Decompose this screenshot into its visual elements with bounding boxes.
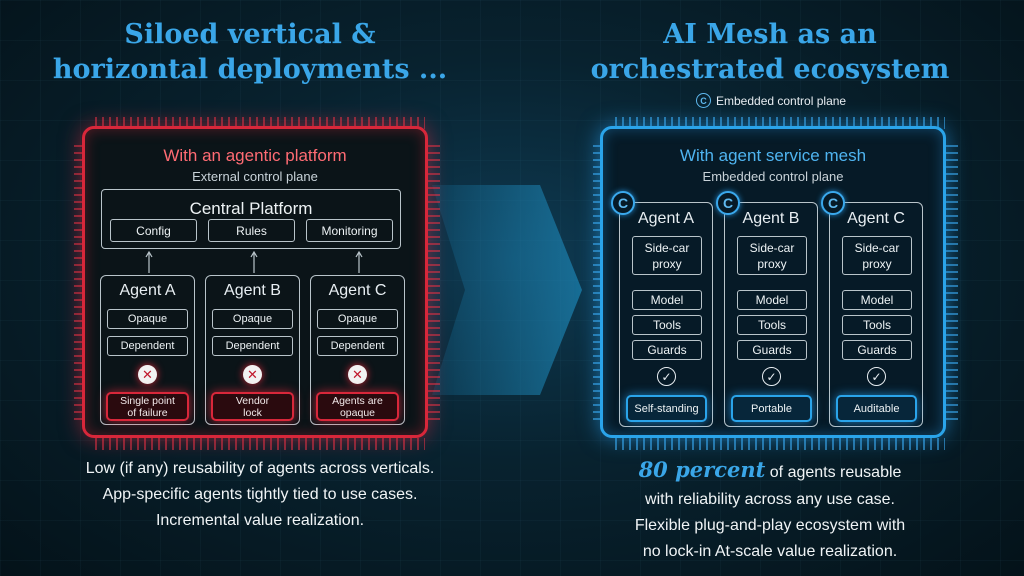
legend-label: Embedded control plane	[716, 93, 847, 108]
agent-name: Agent A	[637, 210, 695, 227]
right-summary-line: Flexible plug-and-play ecosystem with	[634, 517, 906, 534]
component-guards: Guards	[842, 340, 912, 360]
component-model: Model	[632, 290, 702, 310]
control-plane-legend: C Embedded control plane	[696, 93, 846, 108]
right-panel-title: With agent service mesh	[679, 146, 867, 165]
circle-c-icon: C	[821, 191, 845, 215]
right-summary-headline: 80 percent of agents reusable	[638, 457, 902, 482]
central-platform-box: Central Platform	[101, 189, 401, 249]
quality-badge: Auditable	[836, 395, 917, 422]
right-summary-line: no lock-in At-scale value realization.	[642, 543, 898, 560]
up-arrow-icon	[145, 251, 153, 273]
tag-dependent: Dependent	[107, 336, 188, 356]
left-title-line2: horizontal deployments ...	[52, 54, 448, 85]
right-title: AI Mesh as an orchestrated ecosystem	[540, 17, 1000, 87]
agent-name: Agent C	[328, 282, 387, 299]
module-config: Config	[110, 219, 197, 242]
left-title-line1: Siloed vertical &	[124, 19, 376, 50]
left-summary-line: Low (if any) reusability of agents acros…	[85, 460, 435, 477]
left-summary: Low (if any) reusability of agents acros…	[20, 456, 500, 534]
x-circle-icon: ✕	[243, 365, 262, 384]
quality-badge: Self-standing	[626, 395, 707, 422]
right-summary-line: with reliability across any use case.	[645, 491, 895, 508]
agent-name: Agent C	[847, 210, 905, 227]
component-model: Model	[737, 290, 807, 310]
module-rules: Rules	[208, 219, 295, 242]
reuse-percentage: 80 percent	[638, 457, 766, 482]
agent-name: Agent A	[119, 282, 176, 299]
left-panel-title: With an agentic platform	[163, 146, 347, 165]
tag-dependent: Dependent	[317, 336, 398, 356]
component-model: Model	[842, 290, 912, 310]
x-circle-icon: ✕	[348, 365, 367, 384]
check-circle-icon: ✓	[867, 367, 886, 386]
check-circle-icon: ✓	[657, 367, 676, 386]
component-tools: Tools	[737, 315, 807, 335]
up-arrow-icon	[250, 251, 258, 273]
agent-name: Agent B	[742, 210, 800, 227]
left-summary-line: App-specific agents tightly tied to use …	[102, 486, 418, 503]
up-arrow-icon	[355, 251, 363, 273]
tag-opaque: Opaque	[107, 309, 188, 329]
right-title-line2: orchestrated ecosystem	[590, 54, 950, 85]
right-title-line1: AI Mesh as an	[663, 19, 877, 50]
left-summary-line: Incremental value realization.	[155, 512, 365, 529]
circle-c-icon: C	[696, 93, 711, 108]
quality-badge: Portable	[731, 395, 812, 422]
right-panel-subtitle: Embedded control plane	[702, 169, 844, 184]
agent-name: Agent B	[224, 282, 281, 299]
tag-dependent: Dependent	[212, 336, 293, 356]
component-guards: Guards	[737, 340, 807, 360]
left-panel-subtitle: External control plane	[192, 169, 318, 184]
component-tools: Tools	[842, 315, 912, 335]
circle-c-icon: C	[611, 191, 635, 215]
check-circle-icon: ✓	[762, 367, 781, 386]
component-guards: Guards	[632, 340, 702, 360]
left-title: Siloed vertical & horizontal deployments…	[20, 17, 480, 87]
module-monitoring: Monitoring	[306, 219, 393, 242]
agent-service-mesh-panel: With agent service mesh Embedded control…	[600, 126, 946, 438]
x-circle-icon: ✕	[138, 365, 157, 384]
central-platform-title: Central Platform	[189, 199, 313, 218]
circle-c-icon: C	[716, 191, 740, 215]
component-tools: Tools	[632, 315, 702, 335]
tag-opaque: Opaque	[212, 309, 293, 329]
agentic-platform-panel: With an agentic platform External contro…	[82, 126, 428, 438]
tag-opaque: Opaque	[317, 309, 398, 329]
right-summary: 80 percent of agents reusable with relia…	[540, 456, 1000, 565]
